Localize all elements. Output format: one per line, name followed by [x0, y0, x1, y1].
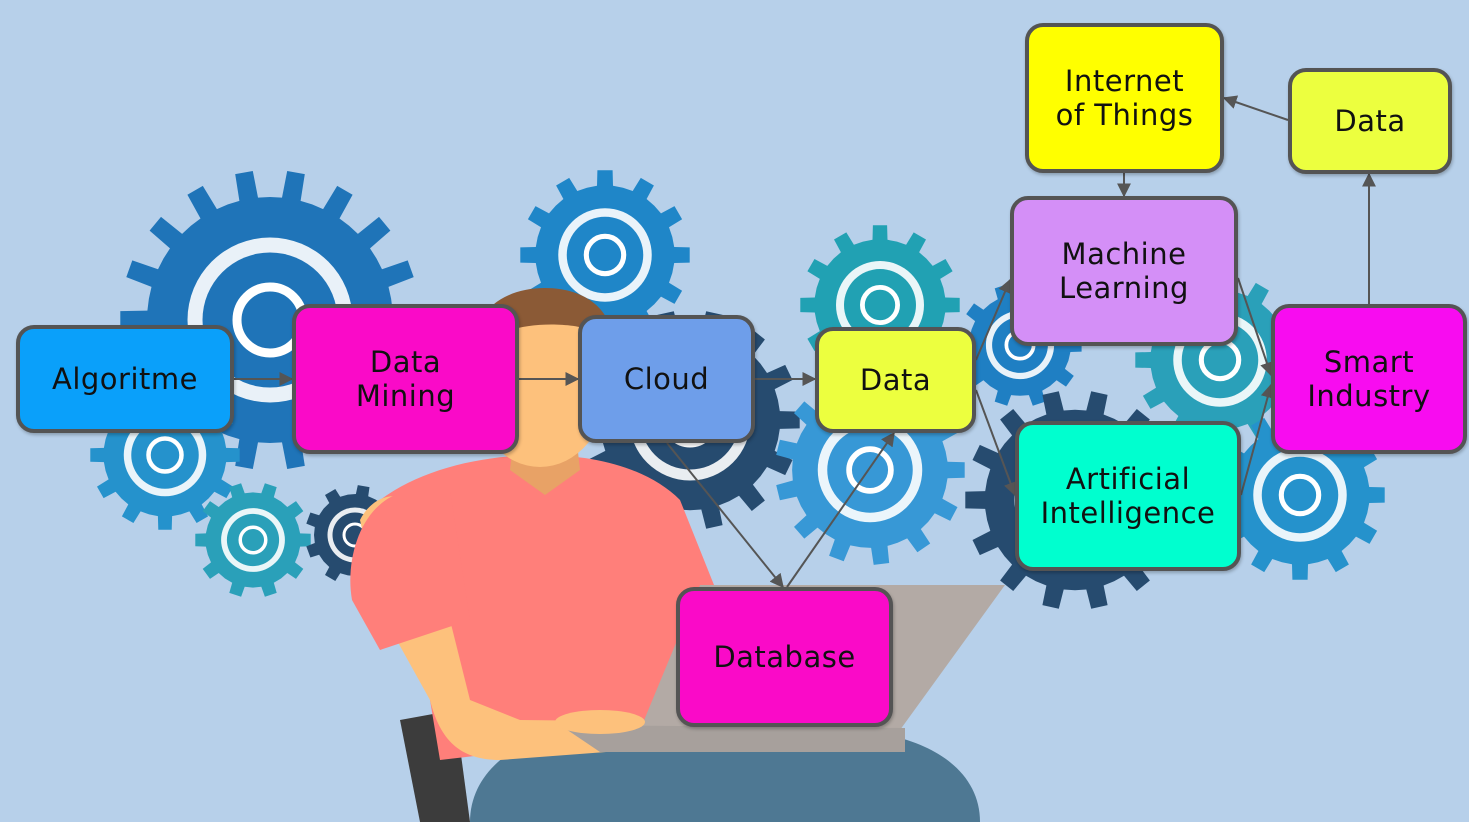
node-artificial-intelligence[interactable]: Artificial Intelligence: [1015, 421, 1241, 571]
edge-arrow: [975, 389, 1018, 497]
node-database[interactable]: Database: [676, 587, 893, 727]
left-arm: [360, 496, 700, 760]
node-data[interactable]: Data: [815, 327, 976, 433]
sleeve: [350, 490, 470, 650]
node-internet-of-things[interactable]: Internet of Things: [1025, 23, 1224, 173]
node-data-top[interactable]: Data: [1288, 68, 1452, 174]
edge-arrow: [1222, 95, 1289, 121]
hand: [555, 710, 645, 734]
node-smart-industry[interactable]: Smart Industry: [1271, 304, 1467, 454]
node-label: Data: [1334, 104, 1406, 138]
edge-arrow: [666, 442, 784, 589]
edge-arrow: [975, 278, 1012, 361]
edge-arrow: [1240, 383, 1275, 496]
node-label: Machine Learning: [1059, 237, 1189, 305]
node-machine-learning[interactable]: Machine Learning: [1010, 196, 1238, 346]
laptop-base: [560, 725, 905, 752]
node-label: Data: [859, 363, 932, 397]
edge-arrow: [1237, 277, 1274, 377]
tools-icon: [1215, 410, 1385, 580]
edge-arrow: [786, 431, 895, 588]
node-label: Artificial Intelligence: [1040, 462, 1216, 530]
node-label: Smart Industry: [1307, 345, 1431, 413]
laptop-icon: [195, 483, 311, 597]
node-label: Cloud: [623, 362, 710, 396]
node-data-mining[interactable]: Data Mining: [292, 304, 519, 454]
node-label: Internet of Things: [1055, 64, 1194, 132]
node-label: Algoritme: [52, 362, 198, 396]
node-cloud[interactable]: Cloud: [578, 315, 755, 443]
node-label: Data Mining: [355, 345, 456, 413]
diagram-edges: [234, 95, 1376, 589]
node-algoritme[interactable]: Algoritme: [16, 325, 234, 433]
node-label: Database: [713, 640, 856, 674]
